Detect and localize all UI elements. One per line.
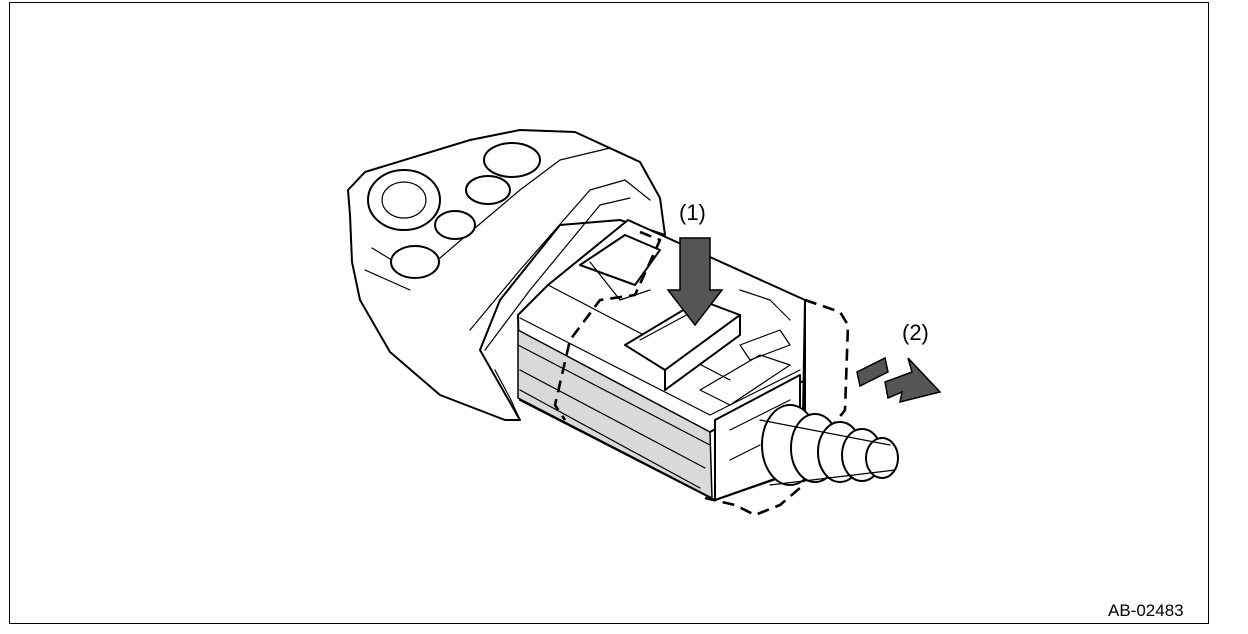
mounting-bracket (347, 129, 666, 421)
connector-body (517, 219, 806, 501)
right-arrow-icon (856, 356, 942, 404)
step-2-label: (2) (902, 320, 929, 345)
harness-tube (759, 404, 899, 486)
down-arrow-icon (666, 237, 724, 327)
step-1-label: (1) (679, 200, 706, 225)
figure-code: AB-02483 (1108, 601, 1184, 620)
